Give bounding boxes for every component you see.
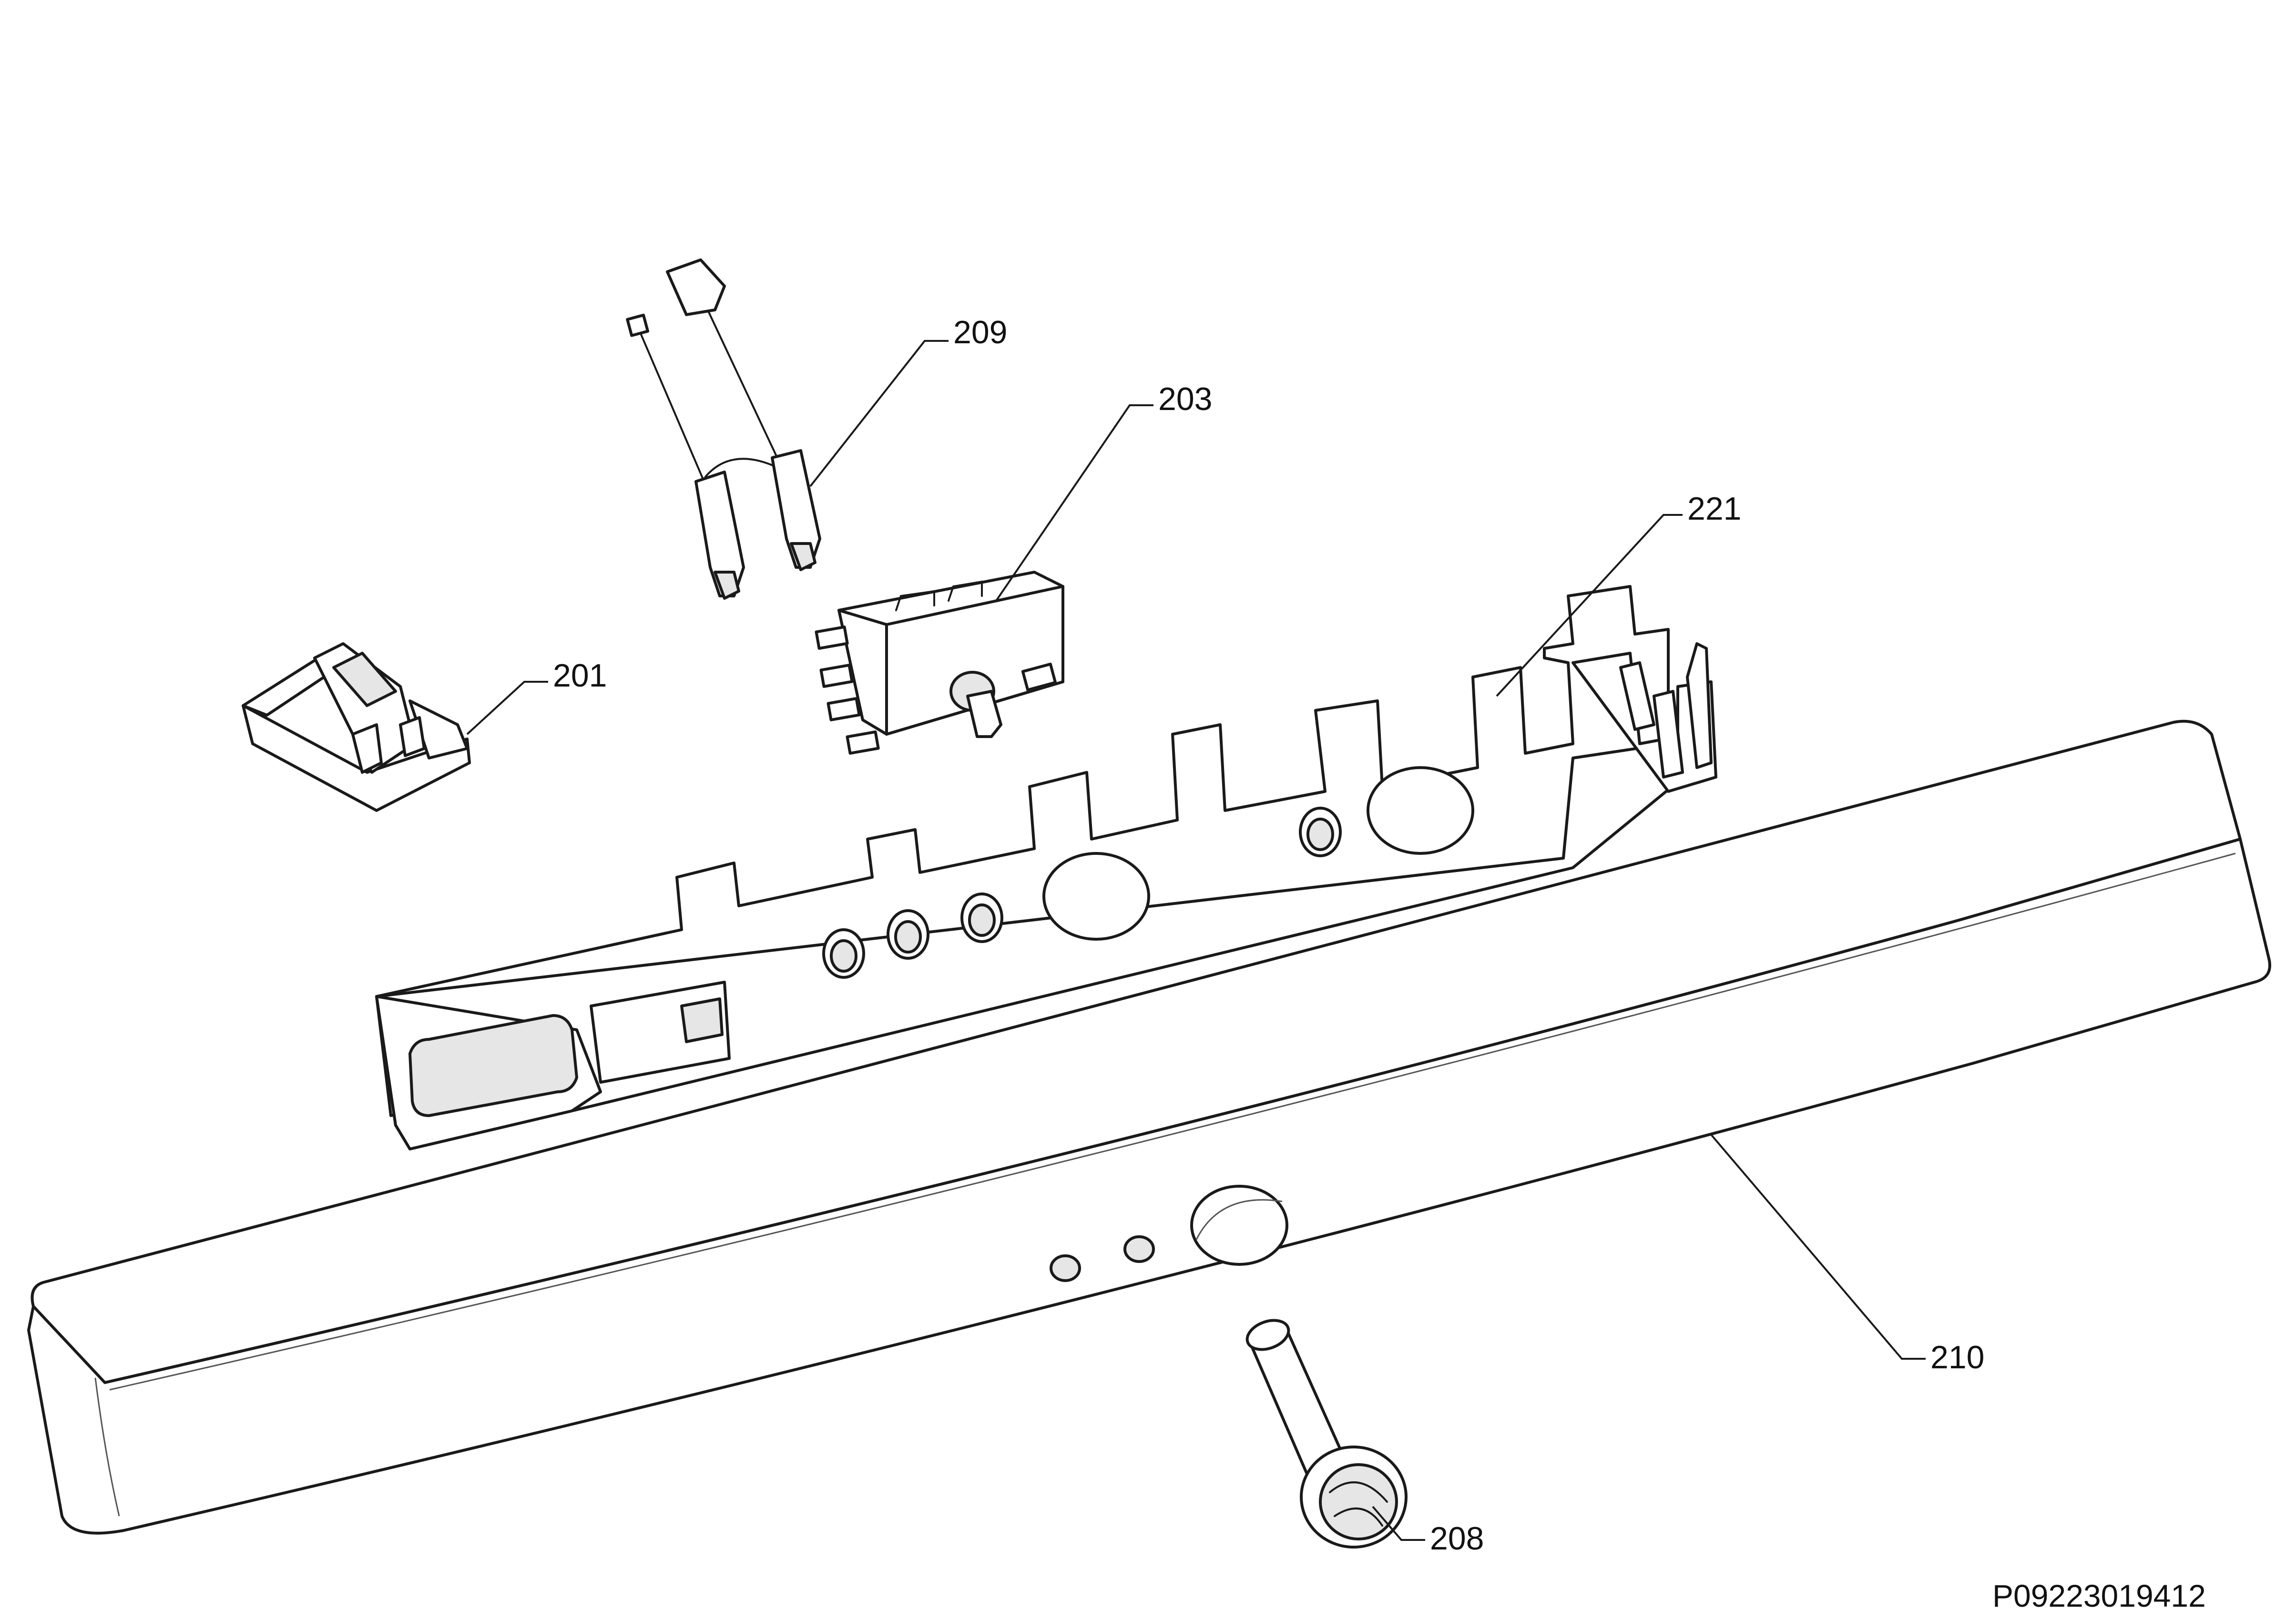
knob-icon: [1245, 1319, 1408, 1549]
thermostat-icon: [815, 571, 1064, 755]
lamp-holder-icon: [242, 642, 471, 812]
leader-lines: [466, 340, 1926, 1541]
callout-221: 221: [1687, 491, 1741, 527]
callout-210: 210: [1930, 1339, 1984, 1375]
control-panel-bracket-icon: [375, 585, 1717, 1150]
drawing-reference-code: P09223019412: [1992, 1578, 2206, 1613]
callout-208: 208: [1430, 1520, 1484, 1557]
part-callouts: 209 203 221 201 210 208: [553, 314, 1984, 1557]
callout-209: 209: [953, 314, 1007, 350]
callout-201: 201: [553, 657, 607, 694]
control-panel-cover-icon: [27, 719, 2271, 1535]
probe-wire-icon: [626, 258, 821, 600]
callout-203: 203: [1158, 381, 1212, 417]
